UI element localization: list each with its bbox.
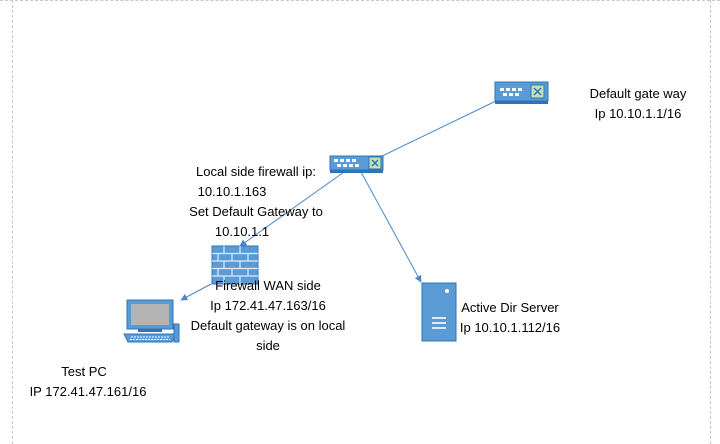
ad-server-label-line: Ip 10.10.1.112/16 bbox=[459, 320, 561, 335]
firewall-label-line: Firewall WAN side bbox=[215, 278, 321, 293]
gateway-label-line: Default gate way bbox=[589, 86, 687, 101]
gateway-label-line: Ip 10.10.1.1/16 bbox=[594, 106, 682, 121]
switch-icon bbox=[494, 81, 549, 104]
firewall-label-line: Ip 172.41.47.163/16 bbox=[210, 298, 326, 313]
page-border-left bbox=[12, 0, 13, 444]
page-border-right bbox=[710, 0, 711, 444]
gateway-label: Default gate way Ip 10.10.1.1/16 bbox=[578, 84, 698, 124]
ad-server-label: Active Dir Server Ip 10.10.1.112/16 bbox=[450, 298, 570, 338]
firewall-label-line: Default gateway is on local bbox=[190, 318, 346, 333]
firewall-label: Firewall WAN side Ip 172.41.47.163/16 De… bbox=[178, 276, 358, 356]
switch-label: Local side firewall ip: 10.10.1.163 Set … bbox=[156, 162, 356, 242]
test-pc-label: Test PC IP 172.41.47.161/16 bbox=[18, 362, 158, 402]
link-switch-to-server bbox=[360, 171, 422, 283]
link-gateway-to-switch bbox=[377, 100, 497, 159]
test-pc-label-line: IP 172.41.47.161/16 bbox=[29, 384, 147, 399]
switch-icon bbox=[329, 155, 384, 173]
pc-icon bbox=[123, 299, 180, 343]
link-switch-to-firewall bbox=[239, 171, 345, 247]
link-firewall-to-pc bbox=[180, 283, 212, 301]
firewall-icon bbox=[211, 245, 259, 285]
page-border-top bbox=[0, 0, 720, 1]
switch-label-line: 10.10.1.1 bbox=[214, 224, 270, 239]
switch-label-line: 10.10.1.163 bbox=[197, 184, 267, 199]
firewall-label-line: side bbox=[256, 338, 280, 353]
server-icon bbox=[421, 282, 457, 342]
switch-label-line: Local side firewall ip: bbox=[196, 164, 316, 179]
switch-label-line: Set Default Gateway to bbox=[189, 204, 323, 219]
test-pc-label-line: Test PC bbox=[61, 364, 107, 379]
ad-server-label-line: Active Dir Server bbox=[461, 300, 559, 315]
